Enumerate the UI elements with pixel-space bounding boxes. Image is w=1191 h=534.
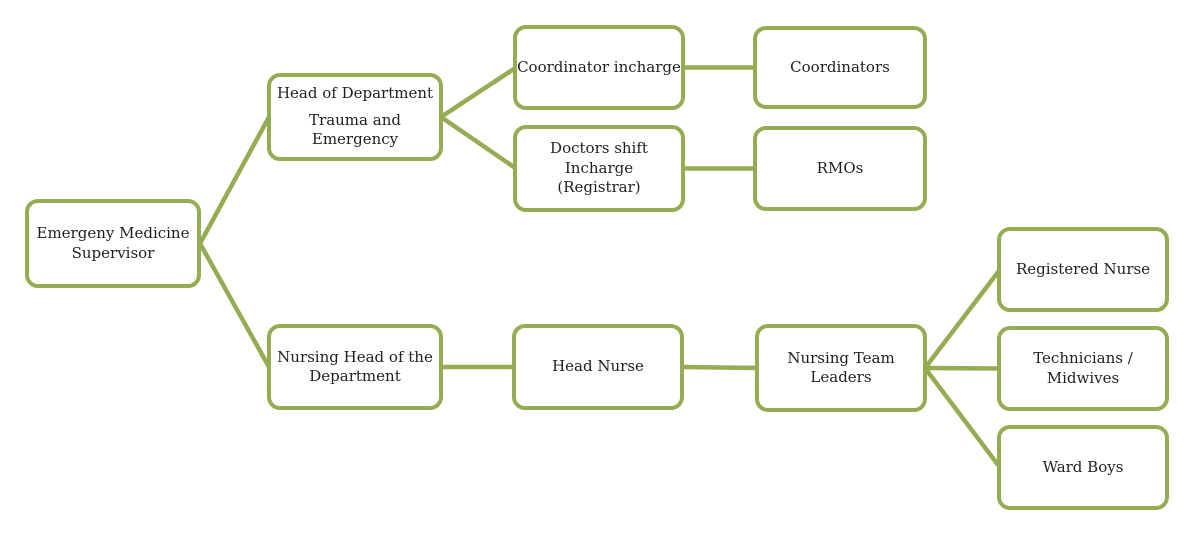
org-node-doctors-shift-incharge[interactable]: Doctors shift Incharge (Registrar): [513, 125, 685, 212]
org-node-head-of-department[interactable]: Head of Department Trauma and Emergency: [267, 73, 443, 161]
connector-nursing-team-leaders-to-registered-nurse: [922, 267, 1003, 371]
org-node-rmos[interactable]: RMOs: [753, 126, 927, 211]
org-node-nursing-head-of-department[interactable]: Nursing Head of the Department: [267, 324, 443, 410]
org-node-label: Coordinators: [790, 57, 890, 76]
org-node-sublabel: Trauma and Emergency: [309, 110, 401, 149]
org-node-label: Head of Department: [276, 84, 434, 103]
org-node-ward-boys[interactable]: Ward Boys: [997, 425, 1169, 510]
org-node-label: Nursing Team Leaders: [787, 348, 895, 387]
org-node-label: Registered Nurse: [1015, 259, 1151, 278]
org-node-coordinator-incharge[interactable]: Coordinator incharge: [513, 25, 685, 110]
connector-head-of-department-to-doctors-shift-incharge: [438, 114, 519, 171]
connector-head-of-department-to-coordinator-incharge: [438, 65, 519, 120]
org-node-label: Doctors shift Incharge (Registrar): [550, 139, 648, 197]
org-node-head-nurse[interactable]: Head Nurse: [512, 324, 684, 410]
org-node-label: Technicians / Midwives: [1033, 349, 1133, 387]
org-node-registered-nurse[interactable]: Registered Nurse: [997, 227, 1169, 312]
org-node-technicians-midwives[interactable]: Technicians / Midwives: [997, 326, 1169, 411]
org-node-emergency-medicine-supervisor[interactable]: Emergeny Medicine Supervisor: [25, 199, 201, 288]
connector-nursing-team-leaders-to-ward-boys: [922, 365, 1003, 470]
org-node-label: Head Nurse: [552, 357, 644, 376]
org-node-coordinators[interactable]: Coordinators: [753, 26, 927, 109]
org-node-label: Ward Boys: [1042, 457, 1124, 476]
org-node-label: RMOs: [816, 158, 864, 177]
org-node-label: Emergeny Medicine Supervisor: [36, 224, 190, 262]
org-node-nursing-team-leaders[interactable]: Nursing Team Leaders: [755, 324, 927, 412]
connector-head-nurse-to-nursing-team-leaders: [680, 364, 761, 371]
org-node-label: Nursing Head of the Department: [277, 347, 433, 386]
org-node-label: Coordinator incharge: [517, 57, 681, 76]
connector-nursing-team-leaders-to-technicians-midwives: [922, 365, 1003, 371]
connector-supervisor-to-nursing-head: [197, 241, 272, 370]
connector-supervisor-to-head-of-department: [197, 114, 272, 246]
